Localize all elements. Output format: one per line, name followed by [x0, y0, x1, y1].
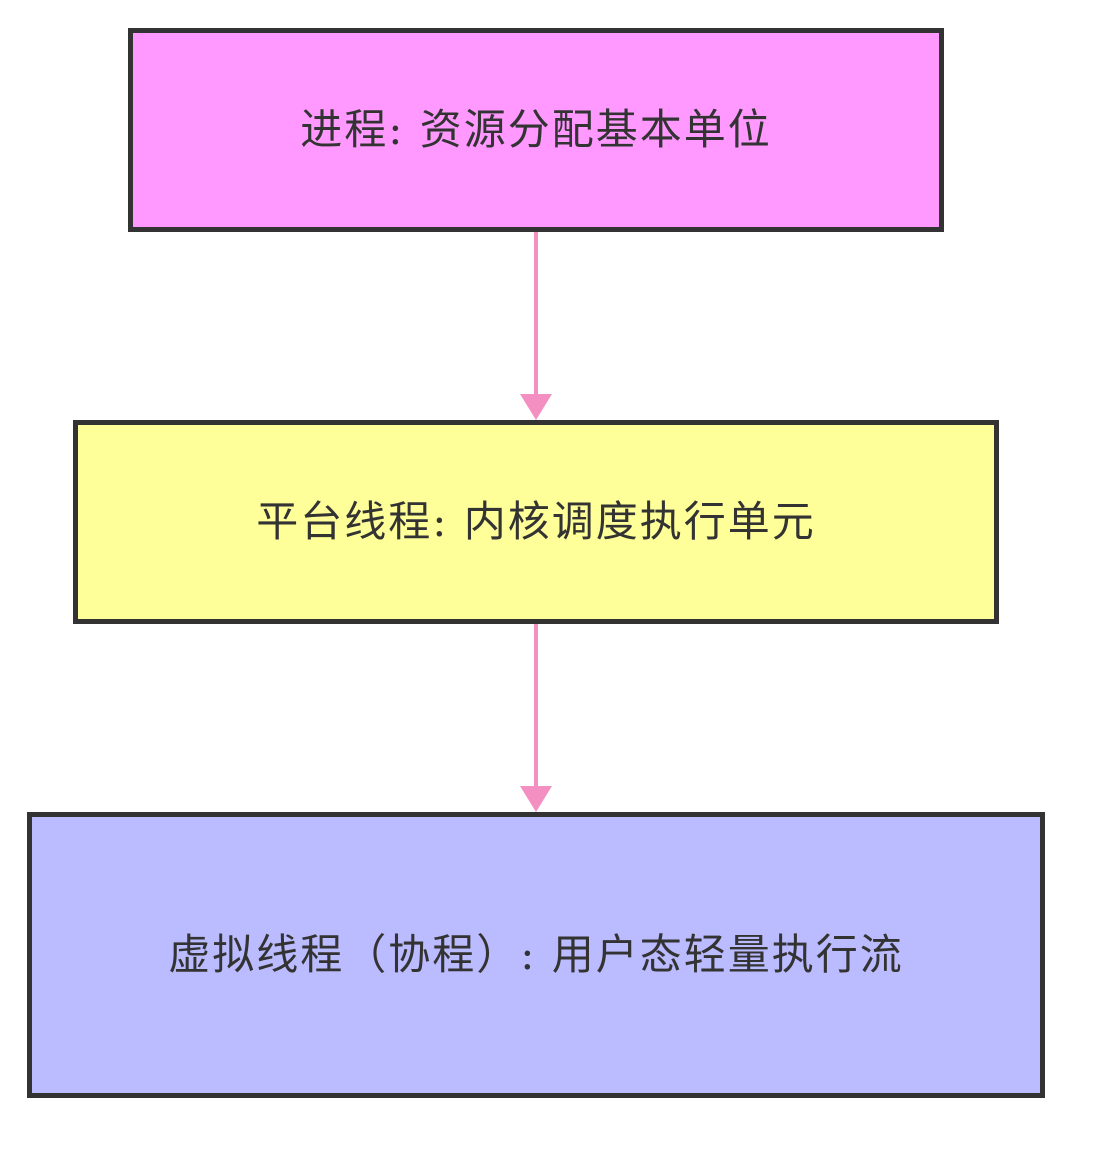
node-process: 进程: 资源分配基本单位 — [128, 28, 944, 232]
node-process-label: 进程: 资源分配基本单位 — [300, 105, 772, 155]
node-platform-thread-label: 平台线程: 内核调度执行单元 — [256, 497, 816, 547]
edge-platform-to-virtual — [520, 624, 552, 812]
arrowhead-icon — [520, 786, 552, 812]
node-virtual-thread-label: 虚拟线程（协程）: 用户态轻量执行流 — [168, 930, 904, 980]
node-platform-thread: 平台线程: 内核调度执行单元 — [73, 420, 999, 624]
edge-process-to-platform — [520, 232, 552, 420]
arrowhead-icon — [520, 394, 552, 420]
node-virtual-thread: 虚拟线程（协程）: 用户态轻量执行流 — [27, 812, 1045, 1098]
